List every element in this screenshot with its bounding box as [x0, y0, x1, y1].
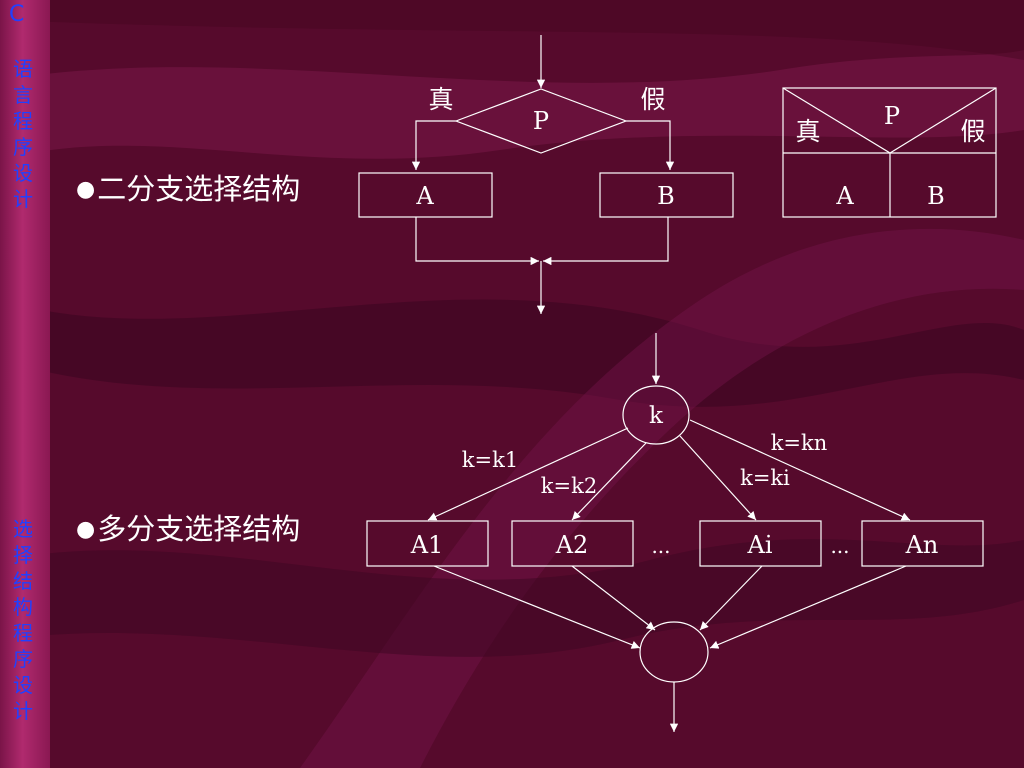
branch-ki-arrow [679, 435, 757, 521]
section-multi-branch-label: 多分支选择结构 [97, 512, 301, 546]
ellipsis-right: ... [830, 534, 849, 558]
ns-condition-label: P [884, 102, 900, 130]
sidebar-chapter-title: 选择结构程序设计 [13, 517, 33, 723]
flow-false-label: 假 [640, 85, 665, 114]
ns-true-label: 真 [795, 117, 820, 146]
box-an-label: An [905, 531, 939, 559]
box-ai-label: Ai [746, 531, 772, 559]
branch-k2-arrow [571, 442, 647, 521]
box-an [861, 520, 984, 567]
box-ai [699, 520, 822, 567]
bullet-icon: ● [76, 517, 96, 542]
section-two-branch-label: 二分支选择结构 [97, 172, 301, 206]
merge-circle [639, 621, 709, 683]
merge-a1-arrow [433, 565, 641, 649]
ns-diagonal-right [889, 87, 997, 154]
flow-condition-label: P [533, 107, 549, 135]
merge-a2-arrow [571, 565, 656, 631]
ns-diagram [782, 87, 997, 218]
flow-true-label: 真 [428, 85, 453, 114]
sidebar: C 语言程序设计 选择结构程序设计 [0, 0, 50, 768]
merge-right-arrow [543, 217, 669, 266]
selector-circle [622, 385, 690, 445]
ns-false-label: 假 [960, 117, 985, 146]
merge-ai-arrow [699, 565, 763, 631]
box-a1-label: A1 [410, 531, 444, 559]
branch-kn-arrow [689, 419, 911, 521]
ellipsis-left: ... [651, 534, 670, 558]
box-a2-label: A2 [555, 531, 589, 559]
false-branch-arrow [626, 120, 675, 170]
ns-cell-b-label: B [927, 182, 945, 210]
box-a [358, 172, 493, 218]
merge-left-arrow [415, 217, 539, 266]
box-a-label: A [415, 182, 434, 210]
true-branch-arrow [411, 120, 456, 170]
branch-kn-label: k=kn [771, 431, 828, 455]
box-b-label: B [657, 182, 675, 210]
branch-k1-label: k=k1 [462, 448, 518, 472]
two-branch-flowchart [358, 35, 734, 314]
box-b [599, 172, 734, 218]
selector-label: k [649, 403, 664, 429]
branch-k2-label: k=k2 [541, 474, 597, 498]
branch-k1-arrow [427, 427, 629, 521]
section-two-branch: ●二分支选择结构 [76, 166, 300, 208]
sidebar-course-title: 语言程序设计 [13, 57, 33, 211]
bullet-icon: ● [76, 177, 96, 202]
ns-cell-a-label: A [835, 182, 854, 210]
sidebar-letter: C [9, 2, 25, 27]
ns-diagonal-left [782, 87, 891, 154]
branch-ki-label: k=ki [740, 466, 790, 490]
box-a1 [366, 520, 489, 567]
section-multi-branch: ●多分支选择结构 [76, 506, 300, 548]
merge-an-arrow [709, 565, 907, 649]
multi-branch-flowchart [366, 333, 984, 732]
